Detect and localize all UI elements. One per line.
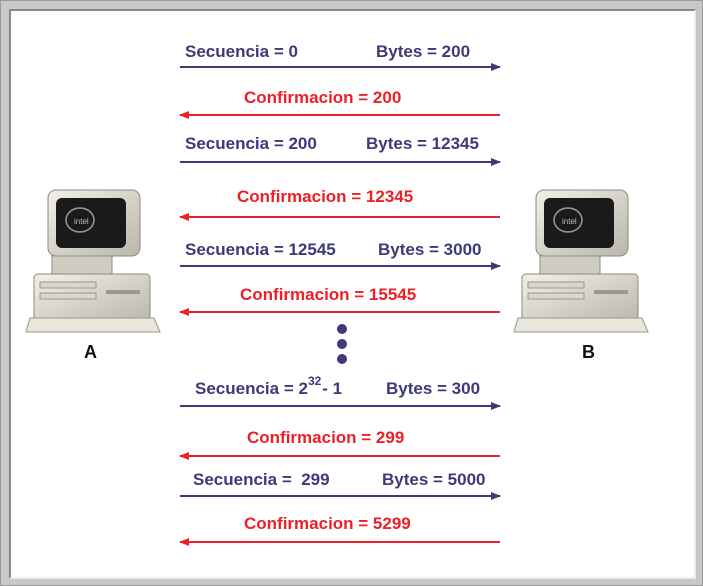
sequence-prefix: Secuencia = 2 <box>195 379 308 398</box>
node-b-label: B <box>582 342 595 362</box>
sequence-label: Secuencia = 200 <box>185 134 317 153</box>
message-row: Confirmacion = 200 <box>179 88 500 119</box>
node-a-label: A <box>84 342 97 362</box>
bytes-label: Bytes = 3000 <box>378 240 482 259</box>
sequence-exponent: 32 <box>308 374 322 388</box>
ack-label: Confirmacion = 200 <box>244 88 401 107</box>
message-row: Confirmacion = 12345 <box>179 187 500 221</box>
sequence-label: Secuencia = 0 <box>185 42 298 61</box>
bytes-label: Bytes = 200 <box>376 42 470 61</box>
ack-label: Confirmacion = 15545 <box>240 285 416 304</box>
svg-text:intel: intel <box>74 217 89 226</box>
message-row: Confirmacion = 15545 <box>179 285 500 316</box>
sequence-suffix: - 1 <box>322 379 342 398</box>
message-row: Secuencia = 0 Bytes = 200 <box>180 42 501 71</box>
computer-b-icon: intel <box>513 189 649 333</box>
message-row: Confirmacion = 299 <box>179 428 500 460</box>
message-row: Secuencia = 200 Bytes = 12345 <box>180 134 501 166</box>
svg-text:intel: intel <box>562 217 577 226</box>
bytes-label: Bytes = 12345 <box>366 134 479 153</box>
sequence-label: Secuencia = 232- 1 <box>195 374 342 398</box>
ack-label: Confirmacion = 5299 <box>244 514 411 533</box>
sequence-label: Secuencia = 299 <box>193 470 330 489</box>
computer-a-icon: intel <box>25 189 161 333</box>
message-row: Secuencia = 12545 Bytes = 3000 <box>180 240 501 270</box>
ack-label: Confirmacion = 12345 <box>237 187 413 206</box>
bytes-label: Bytes = 300 <box>386 379 480 398</box>
ack-label: Confirmacion = 299 <box>247 428 404 447</box>
vertical-dots-icon <box>337 324 347 364</box>
sequence-label: Secuencia = 12545 <box>185 240 336 259</box>
message-row: Secuencia = 299 Bytes = 5000 <box>180 470 501 500</box>
message-row: Secuencia = 232- 1 Bytes = 300 <box>180 374 501 410</box>
message-row: Confirmacion = 5299 <box>179 514 500 546</box>
bytes-label: Bytes = 5000 <box>382 470 486 489</box>
